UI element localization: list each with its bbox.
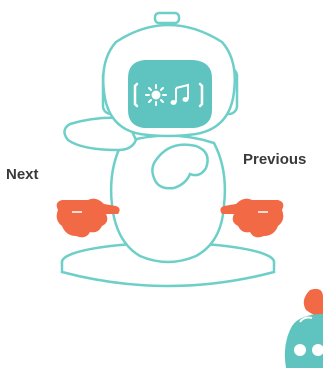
previous-label: Previous [243,151,306,168]
left-hand-swipe-icon [57,199,120,238]
robot-body [111,136,225,263]
face-screen [128,60,212,128]
robot-head [103,13,237,136]
robot-peek-corner [285,289,323,368]
right-hand-swipe-icon [220,199,283,238]
sun-icon [146,85,166,105]
next-label: Next [6,166,39,183]
